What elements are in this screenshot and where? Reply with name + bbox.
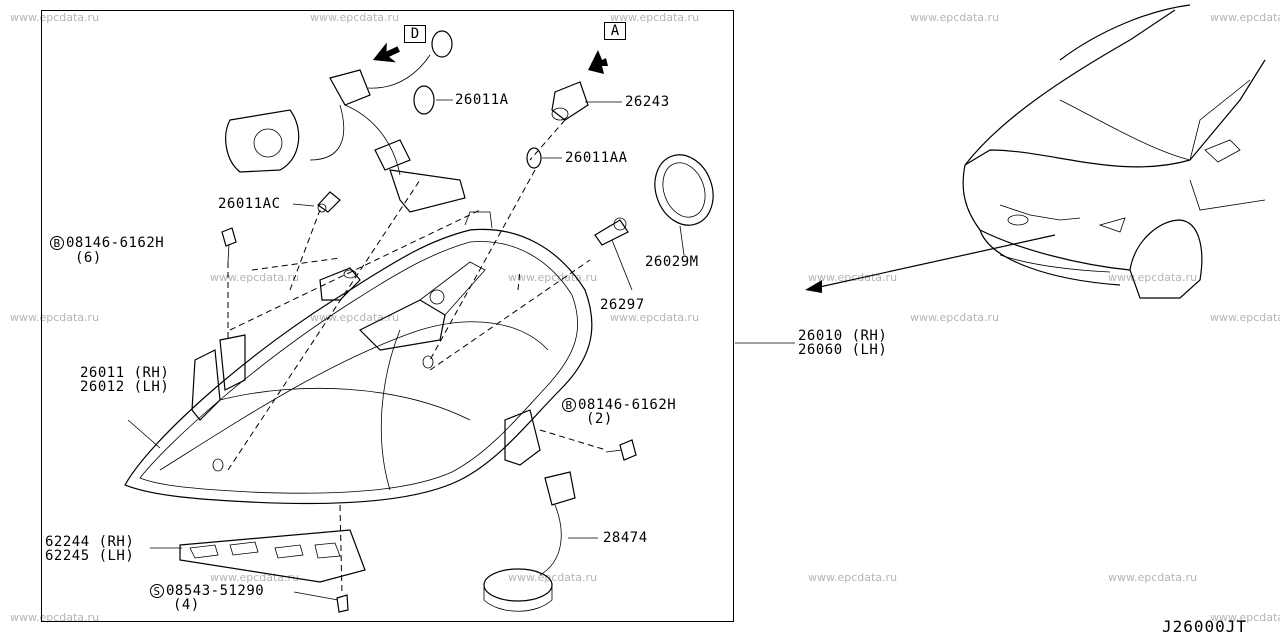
callout-a: A	[604, 22, 626, 40]
part-label-26011-rh: 26011 (RH)	[80, 365, 170, 381]
diagram-code: J26000JT	[1162, 617, 1248, 636]
bolt-number: 08146-6162H	[578, 397, 677, 413]
part-label-26010-rh: 26010 (RH)	[798, 328, 888, 344]
part-label-26011a: 26011A	[455, 92, 509, 108]
part-label-62245-lh: 62245 (LH)	[45, 548, 135, 564]
bolt-symbol: B	[562, 398, 576, 412]
bolt-quantity: (6)	[75, 250, 102, 266]
vehicle-outline	[964, 9, 1176, 166]
watermark: www.epcdata.ru	[1210, 11, 1280, 24]
watermark: www.epcdata.ru	[1210, 611, 1280, 624]
part-label-28474: 28474	[603, 530, 648, 546]
watermark: www.epcdata.ru	[10, 11, 100, 24]
part-label-26012-lh: 26012 (LH)	[80, 379, 170, 395]
watermark: www.epcdata.ru	[808, 571, 898, 584]
watermark: www.epcdata.ru	[508, 571, 598, 584]
part-label-26029m: 26029M	[645, 254, 699, 270]
headlamp-housing	[124, 228, 593, 505]
watermark: www.epcdata.ru	[1210, 311, 1280, 324]
screw-quantity: (4)	[173, 597, 200, 613]
bolt-quantity: (2)	[586, 411, 613, 427]
watermark: www.epcdata.ru	[1108, 271, 1198, 284]
callout-d: D	[404, 25, 426, 43]
part-label-26011ac: 26011AC	[218, 196, 281, 212]
watermark: www.epcdata.ru	[910, 11, 1000, 24]
watermark: www.epcdata.ru	[310, 11, 400, 24]
watermark: www.epcdata.ru	[1108, 571, 1198, 584]
watermark: www.epcdata.ru	[610, 311, 700, 324]
part-label-26011aa: 26011AA	[565, 150, 628, 166]
bolt-symbol: B	[50, 236, 64, 250]
bolt-number: 08146-6162H	[66, 235, 165, 251]
diagram-frame	[41, 10, 734, 622]
watermark: www.epcdata.ru	[10, 611, 100, 624]
watermark: www.epcdata.ru	[508, 271, 598, 284]
watermark: www.epcdata.ru	[210, 271, 300, 284]
watermark: www.epcdata.ru	[310, 311, 400, 324]
watermark: www.epcdata.ru	[610, 11, 700, 24]
screw-number: 08543-51290	[166, 583, 265, 599]
part-label-26297: 26297	[600, 297, 645, 313]
part-label-26060-lh: 26060 (LH)	[798, 342, 888, 358]
screw-symbol: S	[150, 584, 164, 598]
watermark: www.epcdata.ru	[210, 571, 300, 584]
part-label-26243: 26243	[625, 94, 670, 110]
watermark: www.epcdata.ru	[10, 311, 100, 324]
part-label-62244-rh: 62244 (RH)	[45, 534, 135, 550]
watermark: www.epcdata.ru	[910, 311, 1000, 324]
